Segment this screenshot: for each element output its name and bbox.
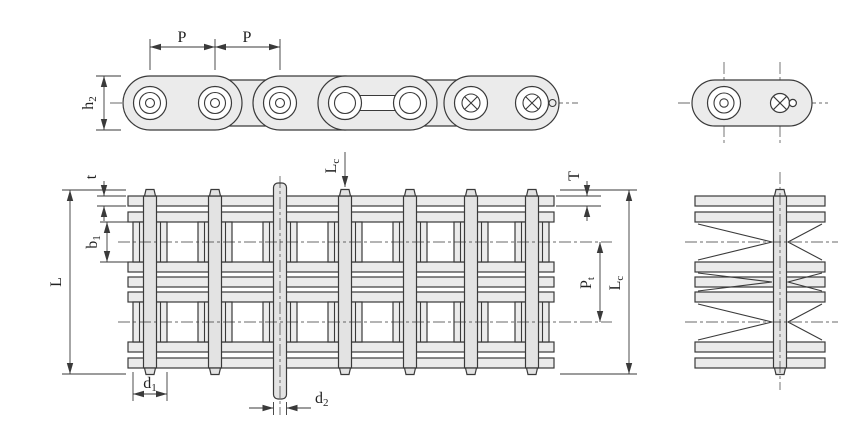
outer-plate-bar <box>694 195 826 207</box>
roller-circle <box>327 85 363 121</box>
pins <box>142 195 540 369</box>
dim-label-pt: Pt <box>578 277 597 289</box>
dim-label-b1: b1 <box>84 235 103 249</box>
intermediate-plate-bar <box>694 276 826 288</box>
roller-circle <box>132 85 168 121</box>
pin-circle <box>209 97 221 109</box>
bushing-circle <box>713 92 735 114</box>
extension-lines <box>149 39 281 70</box>
cotter-cross-mark <box>772 95 788 111</box>
dim-h2: h2 <box>80 75 121 131</box>
svg-text:t: t <box>83 174 100 179</box>
inner-plate-bar <box>694 341 826 353</box>
extension-lines <box>96 75 121 131</box>
cotter-pin-eye <box>788 98 798 108</box>
centerlines <box>685 172 838 390</box>
dim-label-L: L <box>48 277 65 287</box>
bushing-circle <box>138 91 162 115</box>
inner-plate-bar <box>694 291 826 303</box>
dim-T: T <box>556 171 601 221</box>
dim-label-pitch-2: P <box>243 29 252 46</box>
pin-heads-bottom <box>143 367 539 376</box>
cotter-cross-marks <box>464 96 539 110</box>
dim-label-d1: d1 <box>143 375 157 394</box>
dim-label-d2: d2 <box>315 390 329 409</box>
dim-label-pitch-1: P <box>178 29 187 46</box>
dim-lc-top: Lc <box>323 152 349 187</box>
cotter-pin-eye <box>548 98 557 108</box>
bushing-circle <box>398 91 422 115</box>
extension-lines <box>97 195 126 207</box>
bushing-circle <box>203 91 227 115</box>
dim-b1: b1 <box>84 221 131 263</box>
svg-text:Lc: Lc <box>607 276 626 291</box>
svg-text:h2: h2 <box>80 96 99 110</box>
bushing-circle <box>333 91 357 115</box>
dim-lc-right: Lc <box>560 189 637 375</box>
dim-label-h2: h2 <box>80 96 99 110</box>
cottered-pin-circle <box>461 93 481 113</box>
outer-plate-bar <box>694 357 826 369</box>
plate-waist-profiles-middle <box>697 272 823 292</box>
side-view-single-strand <box>110 75 578 131</box>
roller-circle <box>706 85 742 121</box>
bushing-circle <box>268 91 292 115</box>
roller-circle <box>262 85 298 121</box>
svg-text:Pt: Pt <box>578 277 597 289</box>
dim-pitch: P P <box>149 29 281 70</box>
dimensions: P P h2 t b1 <box>48 29 637 415</box>
extension-lines <box>556 195 601 207</box>
end-view-duplex-chain <box>685 172 838 390</box>
dim-label-lc-top: Lc <box>323 159 342 174</box>
end-view-single-link <box>678 62 828 144</box>
rollers <box>132 85 557 121</box>
front-view-duplex-chain <box>118 176 612 415</box>
roller-circle <box>197 85 233 121</box>
svg-text:Lc: Lc <box>323 159 342 174</box>
dim-L: L <box>48 189 126 375</box>
svg-text:b1: b1 <box>84 235 103 249</box>
roller-circle <box>392 85 428 121</box>
svg-text:T: T <box>566 171 583 181</box>
dim-label-T: T <box>566 171 583 181</box>
extension-lines <box>560 189 637 375</box>
extension-lines <box>62 189 126 375</box>
dim-d1: d1 <box>132 372 168 401</box>
cottered-pin-circle <box>522 93 542 113</box>
pin-heads <box>773 188 787 376</box>
dim-label-t: t <box>83 174 100 179</box>
inner-plate-bar <box>694 261 826 273</box>
dim-t: t <box>83 174 126 221</box>
pin-circle <box>274 97 286 109</box>
pin-circle <box>144 97 156 109</box>
svg-text:L: L <box>48 277 65 287</box>
pin-heads-top <box>143 188 539 197</box>
pin-circle <box>719 98 729 108</box>
inner-plate-bar <box>694 211 826 223</box>
dim-d2: d2 <box>249 390 329 415</box>
dim-pt: Pt <box>578 242 604 322</box>
dim-label-lc-right: Lc <box>607 276 626 291</box>
centerline <box>723 62 781 144</box>
